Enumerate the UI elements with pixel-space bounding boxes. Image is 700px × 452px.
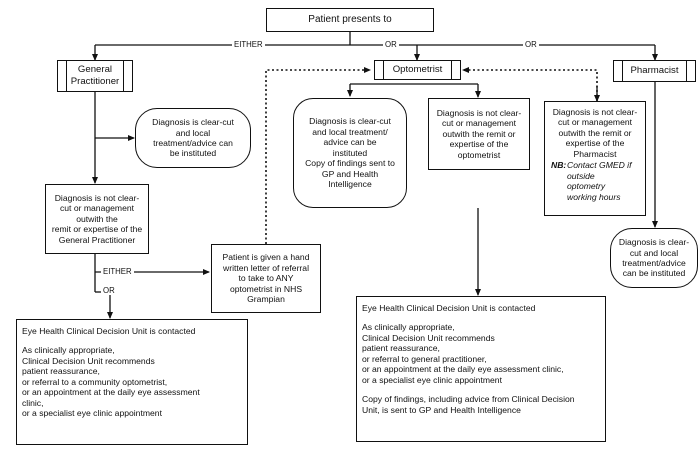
- optometrist-label: Optometrist: [392, 64, 443, 76]
- text-line: Diagnosis is clear-: [618, 237, 690, 248]
- opt-clear-outcome: Diagnosis is clear-cut and local treatme…: [293, 98, 407, 208]
- text-line: Clinical Decision Unit recommends: [362, 332, 495, 343]
- text-line: expertise of the: [565, 138, 625, 149]
- text-line: instituted: [332, 147, 368, 158]
- text-line: Diagnosis is not clear-: [552, 107, 638, 117]
- text-line: patient reassurance,: [362, 343, 440, 354]
- start-node: Patient presents to: [266, 8, 434, 32]
- either-label: EITHER: [232, 40, 265, 49]
- text-line: GP and Health: [321, 168, 379, 179]
- text-line: cut or management: [59, 203, 135, 214]
- text-line: advice can be: [323, 137, 377, 148]
- text-line: to take to ANY: [238, 273, 294, 284]
- opt-unclear-outcome: Diagnosis is not clear- cut or managemen…: [428, 98, 530, 170]
- text-line: outwith the remit or: [442, 128, 516, 139]
- nb-note: NB: Contact GMED if outside optometry wo…: [545, 160, 645, 202]
- text-line: or a specialist eye clinic appointment: [362, 374, 502, 385]
- referral-letter-node: Patient is given a hand written letter o…: [211, 244, 321, 313]
- text-line: working hours: [567, 191, 621, 202]
- either-label: EITHER: [101, 267, 134, 276]
- text-line: Diagnosis is not clear-: [436, 107, 522, 118]
- or-label: OR: [523, 40, 539, 49]
- gp-clear-outcome: Diagnosis is clear-cut and local treatme…: [135, 108, 251, 168]
- gp-label: General: [77, 64, 113, 76]
- text-line: Unit, is sent to GP and Health Intellige…: [362, 404, 521, 415]
- text-line: expertise of the: [449, 139, 509, 150]
- text-line: and local: [175, 127, 211, 138]
- text-line: and local treatment/: [312, 126, 388, 137]
- or-label: OR: [101, 286, 117, 295]
- text-line: Clinical Decision Unit recommends: [22, 355, 155, 366]
- optometrist-node: Optometrist: [374, 60, 461, 80]
- text-line: optometrist in NHS: [229, 283, 303, 294]
- cdu-left: Eye Health Clinical Decision Unit is con…: [16, 319, 248, 445]
- text-line: Diagnosis is not clear-: [54, 192, 140, 203]
- text-line: Diagnosis is clear-cut: [309, 116, 391, 127]
- text-line: treatment/advice can: [153, 138, 233, 148]
- text-line: cut and local: [629, 247, 679, 258]
- cdu-title: Eye Health Clinical Decision Unit is con…: [362, 303, 536, 313]
- cdu-title: Eye Health Clinical Decision Unit is con…: [22, 326, 196, 336]
- text-line: As clinically appropriate,: [22, 345, 115, 356]
- text-line: or a specialist eye clinic appointment: [22, 408, 162, 419]
- pharm-unclear-outcome: Diagnosis is not clear- cut or managemen…: [544, 101, 646, 216]
- text-line: outside: [567, 170, 595, 181]
- text-line: As clinically appropriate,: [362, 322, 455, 333]
- text-line: cut or management: [441, 118, 517, 129]
- gp-label: Practitioner: [70, 76, 120, 87]
- text-line: optometrist: [457, 149, 501, 160]
- nb-label: NB:: [551, 160, 567, 171]
- text-line: outwith the: [76, 213, 118, 224]
- pharmacist-label: Pharmacist: [630, 65, 679, 77]
- text-line: cut or management: [557, 117, 633, 128]
- gp-unclear-outcome: Diagnosis is not clear- cut or managemen…: [45, 184, 149, 254]
- text-line: Pharmacist: [573, 148, 617, 159]
- text-line: Intelligence: [328, 179, 372, 190]
- dotted-route: [462, 67, 598, 101]
- text-line: or an appointment at the daily eye asses…: [22, 387, 200, 398]
- pharm-clear-outcome: Diagnosis is clear- cut and local treatm…: [610, 228, 698, 288]
- text-line: be instituted: [169, 148, 217, 159]
- text-line: treatment/advice: [622, 258, 686, 268]
- cdu-right: Eye Health Clinical Decision Unit is con…: [356, 296, 606, 442]
- text-line: Copy of findings, including advice from …: [362, 394, 575, 405]
- text-line: remit or expertise of the: [51, 224, 143, 235]
- text-line: patient reassurance,: [22, 366, 100, 377]
- pharmacist-node: Pharmacist: [613, 60, 696, 82]
- text-line: or referral to general practitioner,: [362, 353, 487, 364]
- text-line: clinic,: [22, 397, 44, 408]
- text-line: Copy of findings sent to: [305, 158, 395, 169]
- text-line: outwith the remit or: [558, 127, 632, 138]
- text-line: Contact GMED if: [567, 160, 632, 171]
- text-line: Diagnosis is clear-cut: [152, 117, 234, 128]
- or-label: OR: [383, 40, 399, 49]
- text-line: can be instituted: [622, 268, 686, 279]
- text-line: or an appointment at the daily eye asses…: [362, 364, 564, 375]
- text-line: or referral to a community optometrist,: [22, 376, 168, 387]
- text-line: General Practitioner: [58, 234, 136, 245]
- gp-node: General Practitioner: [57, 60, 133, 92]
- dotted-route: [265, 67, 371, 244]
- text-line: optometry: [567, 181, 606, 192]
- text-line: Patient is given a hand: [222, 252, 310, 263]
- text-line: written letter of referral: [223, 262, 309, 273]
- text-line: Grampian: [247, 294, 285, 305]
- start-label: Patient presents to: [308, 13, 392, 25]
